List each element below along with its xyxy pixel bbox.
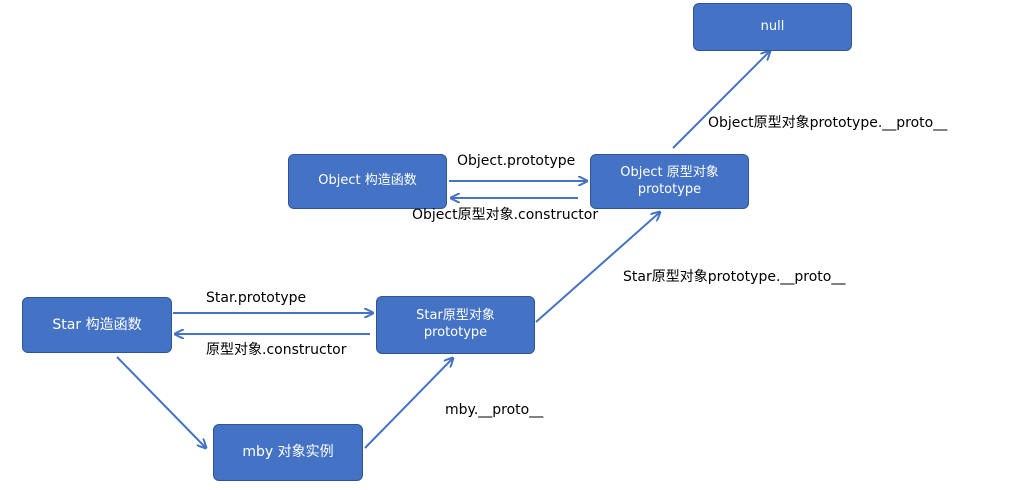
star-prototype-label-line1: Star原型对象: [416, 308, 495, 324]
label-mby-proto: mby.__proto__: [445, 402, 544, 418]
label-object-proto-to-null: Object原型对象prototype.__proto__: [708, 115, 948, 131]
label-object-constructor: Object原型对象.constructor: [412, 207, 599, 223]
object-constructor-label: Object 构造函数: [318, 173, 417, 189]
label-star-proto-to-object: Star原型对象prototype.__proto__: [623, 269, 846, 285]
arrow-object-proto-to-null: [672, 51, 770, 149]
label-object-prototype: Object.prototype: [457, 153, 576, 169]
star-constructor-node: Star 构造函数: [22, 297, 172, 353]
object-prototype-label-line1: Object 原型对象: [620, 164, 719, 180]
object-prototype-node: Object 原型对象 prototype: [590, 154, 749, 209]
mby-instance-node: mby 对象实例: [213, 424, 363, 481]
star-prototype-label-line2: prototype: [423, 325, 488, 340]
star-constructor-label: Star 构造函数: [52, 316, 142, 333]
star-prototype-node: Star原型对象 prototype: [376, 296, 535, 354]
label-star-prototype: Star.prototype: [206, 290, 307, 306]
mby-instance-label: mby 对象实例: [242, 444, 334, 461]
null-node-label: null: [760, 18, 785, 34]
arrow-star-proto-to-object: [535, 212, 660, 323]
object-prototype-label-line2: prototype: [637, 181, 702, 197]
null-node: null: [693, 3, 852, 51]
arrow-mby-proto: [364, 358, 453, 449]
object-constructor-node: Object 构造函数: [288, 154, 447, 209]
label-star-constructor: 原型对象.constructor: [206, 342, 347, 358]
arrow-star-ctor-to-mby: [116, 356, 206, 448]
